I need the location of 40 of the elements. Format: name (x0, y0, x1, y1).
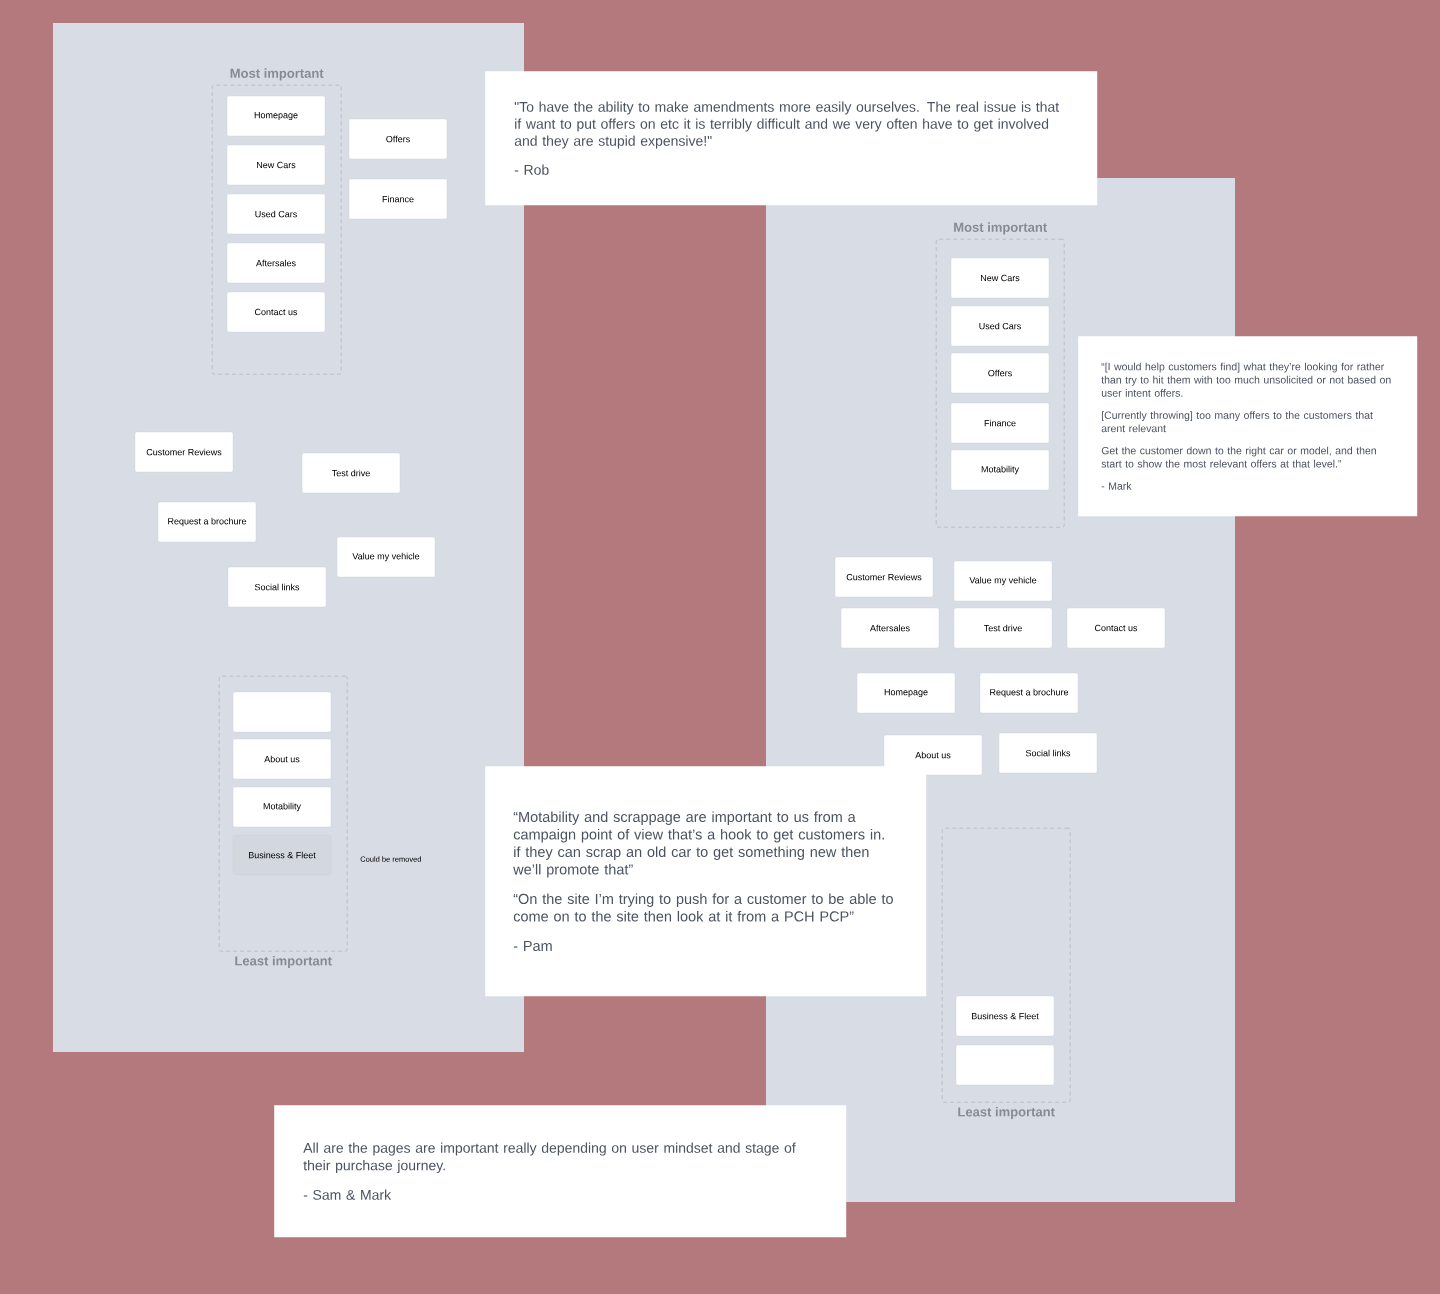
page-card: Finance (950, 402, 1050, 444)
page-card: Homepage (856, 672, 956, 714)
quote-card: “[I would help customers find] what they’re looking for rather than try to hit them with too much unsolicited or not based on user intent offers. [Currently throwing] too many offers to the customers that arent relevant Get the customer down to the right car or model, and then start to show the most relevant offers at that level.” - Mark (1078, 336, 1418, 517)
page-card: Test drive (953, 607, 1053, 649)
quote-card: All are the pages are important really depending on user mindset and stage of their purchase journey. - Sam & Mark (274, 1105, 847, 1238)
node-label: Most important (230, 68, 324, 81)
page-card: Value my vehicle (336, 536, 436, 578)
page-card: Contact us (226, 291, 326, 333)
page-card: Contact us (1066, 607, 1166, 649)
page-card: Customer Reviews (134, 431, 234, 473)
page-card: Value my vehicle (953, 560, 1053, 602)
page-card: Customer Reviews (834, 556, 934, 598)
quote-card: "To have the ability to make amendments more easily ourselves. The real issue is that if want to put offers on etc it is terribly difficult and we very often have to get involved and they are stupid expensive!" - Rob (485, 71, 1098, 206)
page-card: New Cars (226, 144, 326, 186)
page-card: Homepage (226, 95, 326, 137)
page-card: Request a brochure (979, 672, 1079, 714)
page-card: Business & Fleet (955, 995, 1055, 1037)
page-card: Aftersales (226, 242, 326, 284)
page-card: About us (883, 734, 983, 776)
page-card (955, 1044, 1055, 1086)
page-card: Used Cars (226, 193, 326, 235)
page-card: Used Cars (950, 305, 1050, 347)
page-card: Social links (998, 732, 1098, 774)
page-card: Social links (227, 566, 327, 608)
page-card: Offers (950, 352, 1050, 394)
page-card: Test drive (301, 452, 401, 494)
page-card (232, 691, 332, 733)
page-card: Aftersales (840, 607, 940, 649)
quote-card: “Motability and scrappage are important to us from a campaign point of view that’s a hook to get customers in. if they can scrap an old car to get something new then we’ll promote that” “On the site I’m trying to push for a customer to be able to come on to the site then look at it from a PCH PCP” - Pam (485, 766, 927, 997)
page-card: Request a brochure (157, 501, 257, 543)
page-card: About us (232, 738, 332, 780)
page-card: Business & Fleet (232, 834, 332, 876)
node-label: Most important (954, 222, 1047, 235)
page-card: Offers (348, 118, 448, 160)
node-label: Least important (235, 955, 332, 969)
node-label: Least important (958, 1106, 1055, 1120)
page-card: Motability (232, 786, 332, 828)
page-card: Finance (348, 178, 448, 220)
page-card: Motability (950, 449, 1050, 491)
page-card: New Cars (950, 257, 1050, 299)
